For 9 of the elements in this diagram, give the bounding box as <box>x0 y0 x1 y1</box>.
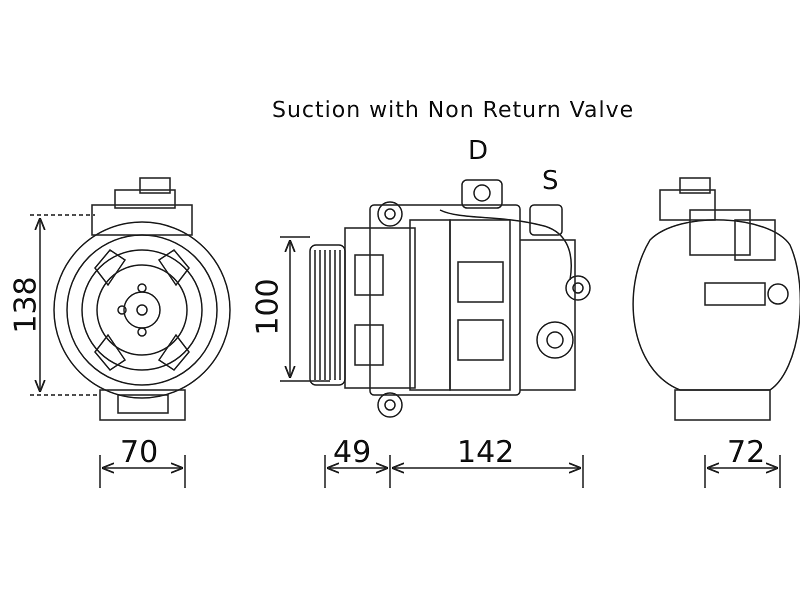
dimension-value: 142 <box>457 438 514 468</box>
note-text: Suction with Non Return Valve <box>272 100 634 122</box>
port-label: S <box>542 168 559 194</box>
port-label: D <box>468 138 488 164</box>
dimension-value: 138 <box>12 276 42 334</box>
dimension-value: 49 <box>333 438 372 468</box>
dimension-value: 72 <box>727 438 766 468</box>
dimension-value: 70 <box>120 438 158 468</box>
dimension-value: 100 <box>254 278 284 336</box>
